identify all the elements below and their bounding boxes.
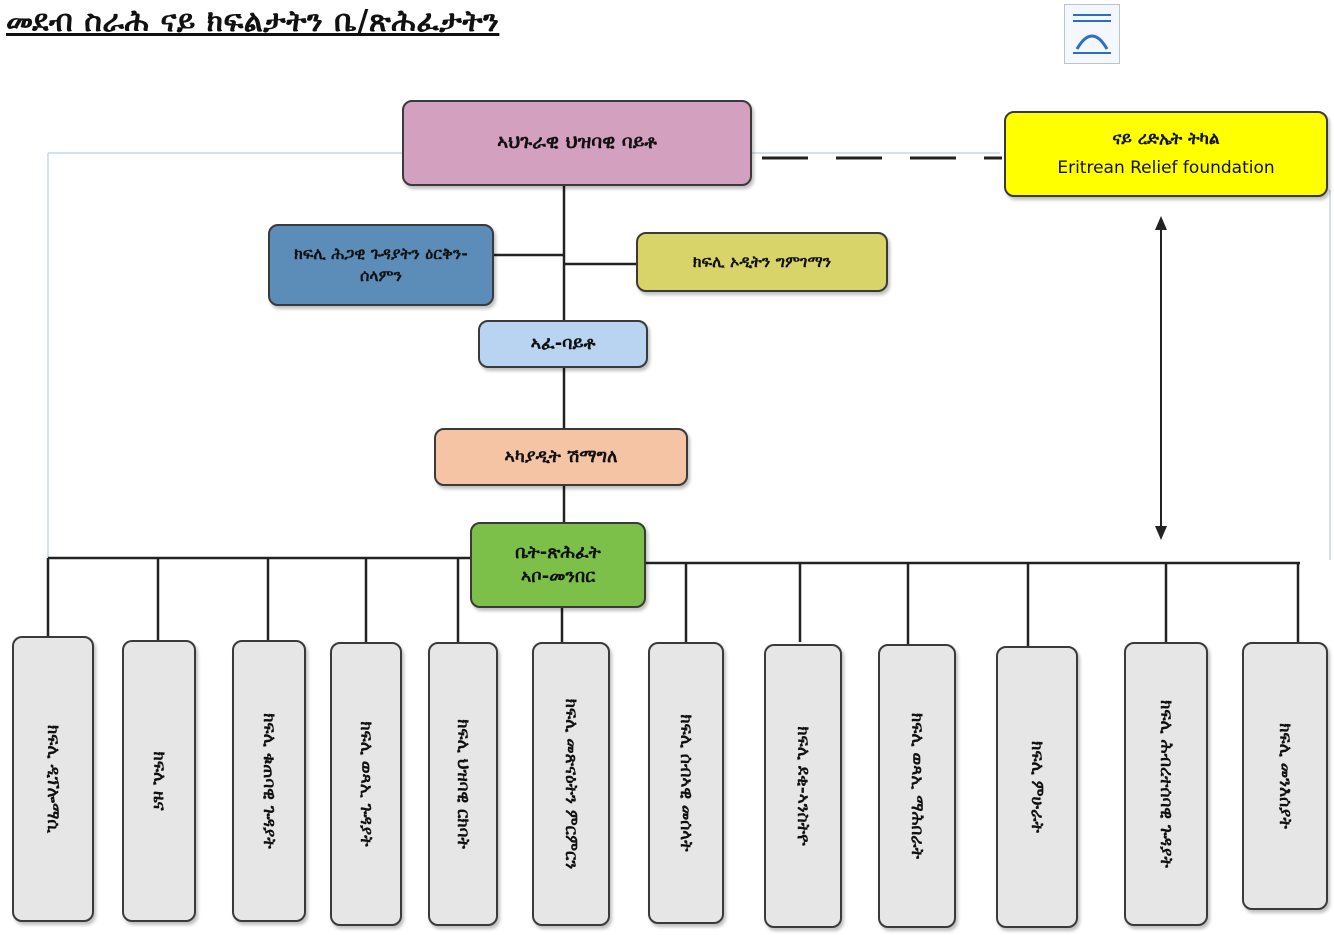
executive-committee-node: ኣካያዲት ሽማግለ <box>434 428 688 486</box>
department-intellectuals: ክፍሊ ምሁራት <box>996 646 1078 928</box>
assembly-node: ኣህጉራዊ ህዝባዊ ባይቶ <box>402 100 752 186</box>
chairman-office-line-2: ኣቦ-መንበር <box>520 566 596 587</box>
department-information: ክፍሊ ዜና <box>122 640 196 922</box>
department-foreign-affairs: ክፍሊ ወጻኢ ጉዳያት <box>330 642 402 926</box>
department-women: ክፍሊ ደቂ-ኣንስትዮ <box>764 644 842 928</box>
department-youth: ክፍሊ መንእሰያት <box>1242 642 1328 910</box>
relief-foundation-amharic: ናይ ረድኤት ትካል <box>1112 129 1220 150</box>
department-associations: ክፍሊ ወጻኢ ማሕበራት <box>878 644 956 928</box>
legal-affairs-node: ክፍሊ ሕጋዊ ጉዳያትን ዕርቅን-ሰላምን <box>268 224 494 306</box>
department-research: ክፍሊ መጽናዕትን ምርምርን <box>532 642 610 926</box>
document-placeholder-icon <box>1064 4 1120 64</box>
department-human-rights: ክፍሊ ሰብኣዊ መሰላት <box>648 642 724 924</box>
department-public-relations: ክፍሊ ህዝባዊ ርክባት <box>428 642 498 926</box>
chairman-office-line-1: ቤት-ጽሕፈት <box>515 541 601 563</box>
relief-foundation-node: ናይ ረድኤት ትካል Eritrean Relief foundation <box>1004 111 1328 197</box>
relief-foundation-english: Eritrean Relief foundation <box>1057 158 1275 178</box>
chairman-office-node: ቤት-ጽሕፈት ኣቦ-መንበር <box>470 522 646 608</box>
speaker-node: ኣፈ-ባይቶ <box>478 320 648 368</box>
department-diplomacy: ክፍሊ ዲፕሎማሲ <box>12 636 94 922</box>
department-social-affairs: ክፍሊ ሕብረተሰባዊ ጉዳያት <box>1124 642 1208 926</box>
audit-node: ክፍሊ ኦዲትን ግምገማን <box>636 232 888 292</box>
department-economic-affairs: ክፍሊ ቁጠባዊ ጉዳያት <box>232 640 306 922</box>
page-title: መደብ ስራሕ ናይ ክፍልታትን ቤ/ጽሕፈታትን <box>6 4 500 39</box>
